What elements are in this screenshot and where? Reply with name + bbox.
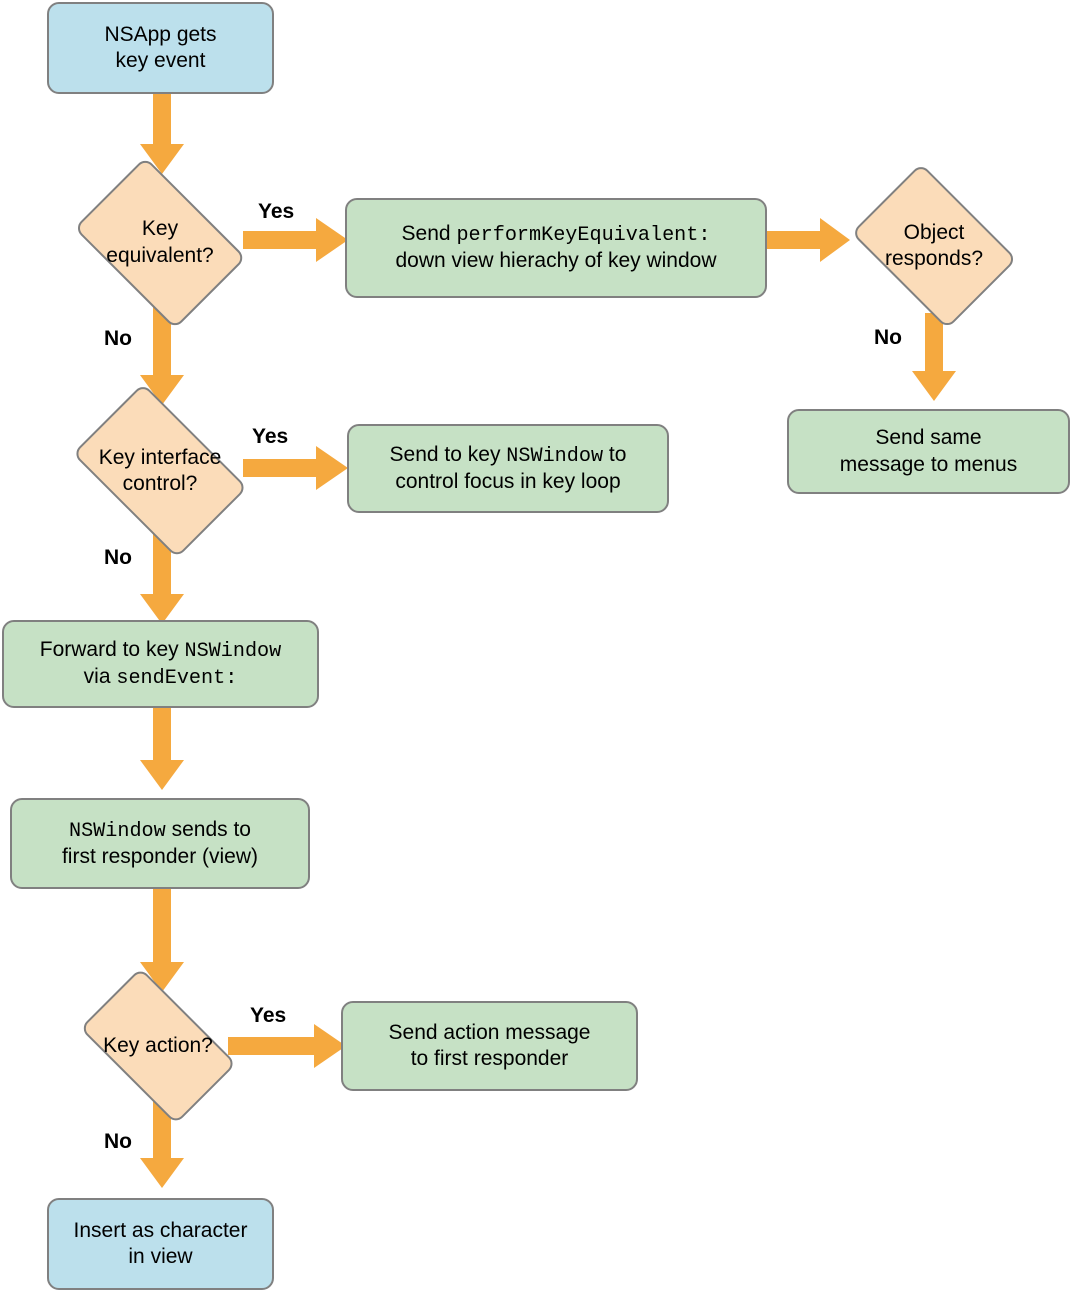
node-label: NSApp gets key event	[49, 18, 272, 79]
node-send-same-message-to-menus[interactable]: Send same message to menus	[787, 409, 1070, 494]
node-send-to-key-nswindow[interactable]: Send to key NSWindow to control focus in…	[347, 424, 669, 513]
node-key-action[interactable]: Key action?	[62, 967, 254, 1125]
arrow-start-to-key-equivalent	[140, 92, 184, 184]
arrow-key-action-no	[140, 1100, 184, 1198]
node-key-interface-control[interactable]: Key interface control?	[55, 383, 265, 559]
edge-label-key-action-no: No	[104, 1130, 132, 1153]
edge-label-key-equivalent-no: No	[104, 327, 132, 350]
arrow-key-interface-control-yes	[243, 446, 348, 490]
node-label: Send to key NSWindow to control focus in…	[349, 438, 667, 499]
node-key-equivalent[interactable]: Key equivalent?	[59, 156, 261, 329]
node-line: Key interface	[98, 445, 222, 469]
node-line: Key	[141, 217, 179, 241]
node-send-perform-key-equivalent[interactable]: Send performKeyEquivalent: down view hie…	[345, 198, 767, 298]
node-line: equivalent?	[106, 243, 214, 267]
node-line: via sendEvent:	[83, 665, 238, 690]
node-line: message to menus	[839, 452, 1018, 476]
edge-label-object-responds-no: No	[874, 326, 902, 349]
node-label: Key interface control?	[55, 445, 265, 498]
node-nsapp-gets-key-event[interactable]: NSApp gets key event	[47, 2, 274, 94]
arrow-key-action-yes	[228, 1024, 346, 1068]
edge-label-key-interface-control-yes: Yes	[252, 425, 289, 448]
arrow-object-responds-no	[912, 313, 956, 411]
edge-label-key-action-yes: Yes	[250, 1004, 287, 1027]
node-line: Forward to key NSWindow	[39, 637, 282, 663]
node-line: Send to key NSWindow to	[389, 442, 627, 468]
arrow-perform-to-object-responds	[766, 218, 850, 262]
edge-label-key-interface-control-no: No	[104, 546, 132, 569]
node-forward-to-key-nswindow[interactable]: Forward to key NSWindow via sendEvent:	[2, 620, 319, 708]
arrow-nswindow-sends-to-key-action	[140, 880, 184, 1002]
node-line: first responder (view)	[61, 844, 259, 868]
node-label: Key action?	[62, 1033, 254, 1059]
node-label: Insert as character in view	[49, 1214, 272, 1275]
node-line: to first responder	[410, 1047, 569, 1070]
node-line: control?	[122, 472, 198, 495]
node-line: Send same	[875, 426, 982, 450]
node-nswindow-sends-to-first-responder[interactable]: NSWindow sends to first responder (view)	[10, 798, 310, 889]
arrow-key-interface-control-no	[140, 530, 184, 634]
node-label: Object responds?	[838, 220, 1030, 273]
node-line: NSWindow sends to	[68, 817, 251, 843]
arrow-forward-to-nswindow-sends	[140, 702, 184, 800]
arrow-key-equivalent-no	[140, 305, 184, 415]
node-line: responds?	[884, 247, 984, 270]
node-line: Key action?	[103, 1033, 213, 1057]
node-line: Insert as character	[73, 1218, 248, 1242]
node-insert-as-character[interactable]: Insert as character in view	[47, 1198, 274, 1290]
node-label: Send same message to menus	[789, 421, 1068, 482]
node-line: Send action message	[388, 1020, 591, 1044]
node-send-action-message[interactable]: Send action message to first responder	[341, 1001, 638, 1091]
arrow-key-equivalent-yes	[243, 218, 348, 262]
edge-label-key-equivalent-yes: Yes	[258, 200, 295, 223]
node-line: down view hierachy of key window	[395, 249, 717, 273]
node-label: Forward to key NSWindow via sendEvent:	[4, 633, 317, 695]
node-line: in view	[128, 1245, 193, 1268]
node-line: Send performKeyEquivalent:	[401, 222, 711, 248]
node-line: key event	[115, 49, 206, 72]
node-label: NSWindow sends to first responder (view)	[12, 813, 308, 874]
node-label: Send action message to first responder	[343, 1016, 636, 1077]
node-line: NSApp gets	[104, 22, 217, 46]
node-label: Send performKeyEquivalent: down view hie…	[347, 217, 765, 278]
node-line: control focus in key loop	[395, 469, 621, 493]
node-line: Object	[903, 220, 965, 244]
node-label: Key equivalent?	[59, 216, 261, 269]
node-object-responds[interactable]: Object responds?	[838, 163, 1030, 329]
